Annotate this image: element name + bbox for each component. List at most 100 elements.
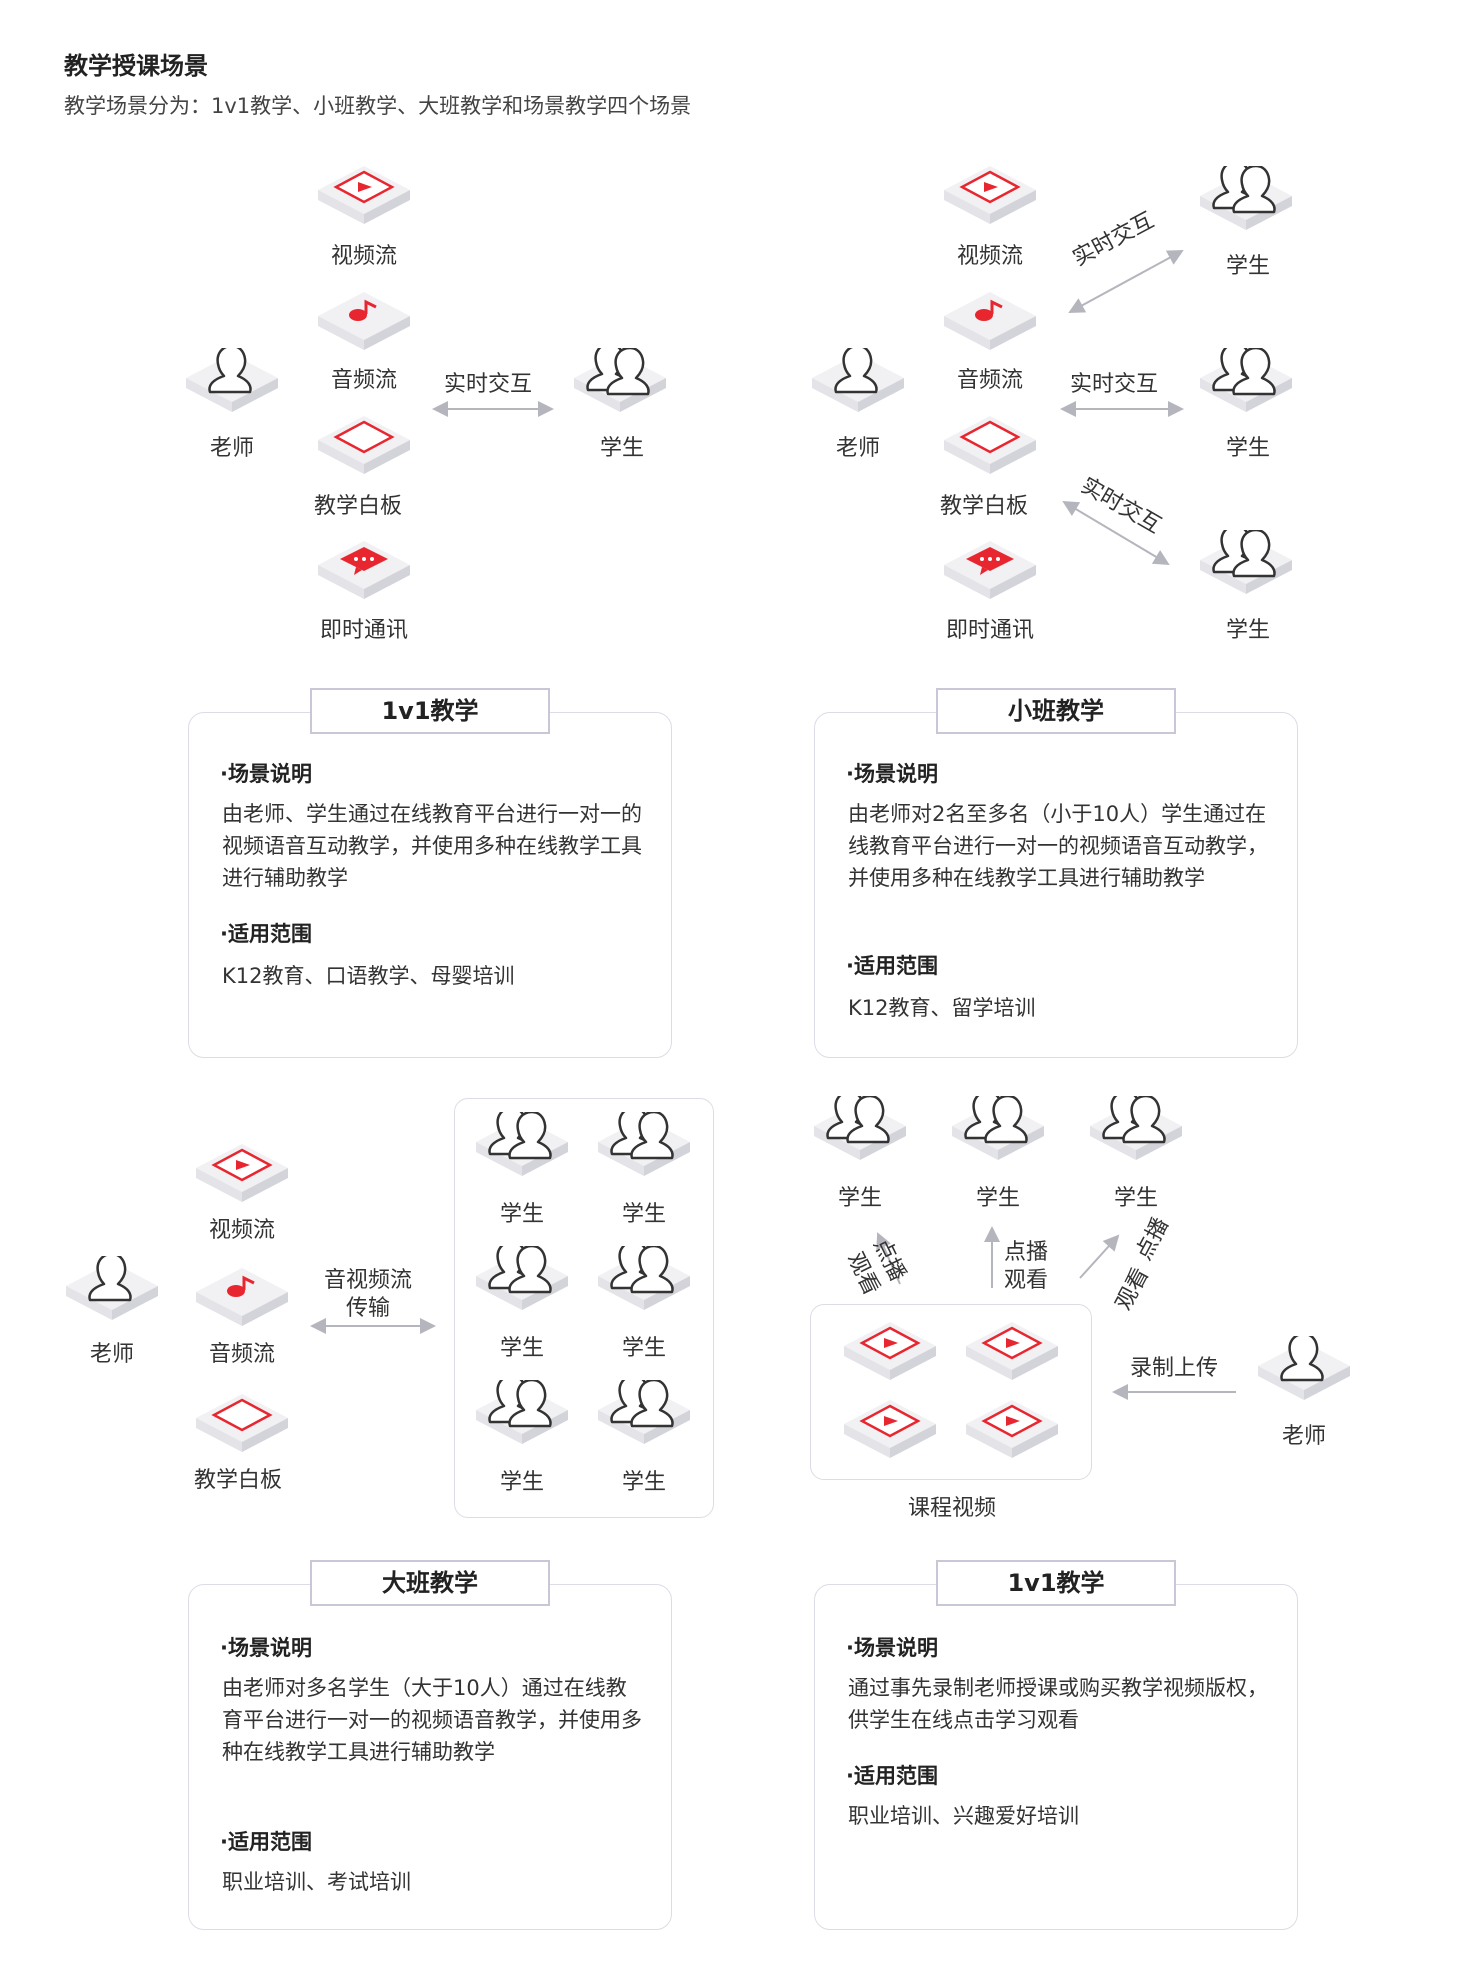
students-tile	[594, 1112, 694, 1184]
scope-text: 职业培训、兴趣爱好培训	[848, 1804, 1079, 1828]
scope-heading: ·适用范围	[846, 954, 938, 978]
chat-bubble-icon	[966, 547, 1014, 575]
label-student: 学生	[1113, 1186, 1158, 1211]
label-teacher: 老师	[89, 1342, 134, 1367]
label-student: 学生	[621, 1336, 666, 1361]
scope-heading: ·适用范围	[220, 922, 312, 946]
arrow-realtime-sc-3	[1062, 500, 1170, 566]
students-tile	[472, 1112, 572, 1184]
label-student: 学生	[1225, 618, 1270, 643]
video-tile	[840, 1316, 940, 1388]
students-tile	[948, 1096, 1048, 1168]
arrow-vod-1	[876, 1232, 901, 1285]
whiteboard-tile	[192, 1388, 292, 1460]
video-tile	[192, 1138, 292, 1210]
label-audio-stream: 音频流	[956, 368, 1023, 393]
video-play-icon	[981, 1326, 1043, 1360]
students-tile	[1196, 530, 1296, 602]
scope-heading: ·适用范围	[220, 1830, 312, 1854]
chat-bubble-icon	[340, 547, 388, 575]
label-student: 学生	[1225, 436, 1270, 461]
page-subtitle: 教学场景分为：1v1教学、小班教学、大班教学和场景教学四个场景	[64, 94, 692, 118]
card-title: 大班教学	[310, 1560, 550, 1606]
im-tile	[940, 535, 1040, 607]
students-tile	[810, 1096, 910, 1168]
label-vod-2b: 观看	[1004, 1268, 1049, 1293]
im-tile	[314, 535, 414, 607]
teacher-tile	[1254, 1336, 1354, 1408]
label-teacher: 老师	[1281, 1424, 1326, 1449]
scene-desc-heading: ·场景说明	[220, 762, 312, 786]
audio-tile	[192, 1262, 292, 1334]
video-play-icon	[959, 170, 1021, 204]
students-tile	[1086, 1096, 1186, 1168]
teacher-tile	[62, 1256, 162, 1328]
video-play-icon	[333, 170, 395, 204]
label-teacher: 老师	[835, 436, 880, 461]
page-title: 教学授课场景	[64, 52, 208, 80]
label-student: 学生	[499, 1470, 544, 1495]
label-realtime: 实时交互	[444, 372, 533, 397]
music-note-icon	[349, 299, 377, 321]
card-title: 1v1教学	[936, 1560, 1176, 1606]
label-whiteboard: 教学白板	[313, 494, 402, 519]
scene-desc-heading: ·场景说明	[846, 762, 938, 786]
whiteboard-icon	[333, 420, 395, 454]
label-im: 即时通讯	[319, 618, 408, 643]
label-av-transfer-2: 传输	[346, 1296, 391, 1321]
teacher-tile	[182, 348, 282, 420]
teacher-tile	[808, 348, 908, 420]
label-student: 学生	[975, 1186, 1020, 1211]
whiteboard-icon	[959, 420, 1021, 454]
label-whiteboard: 教学白板	[939, 494, 1028, 519]
video-tile	[314, 160, 414, 232]
label-record-upload: 录制上传	[1130, 1356, 1219, 1381]
video-play-icon	[859, 1404, 921, 1438]
video-play-icon	[859, 1326, 921, 1360]
label-student: 学生	[1225, 254, 1270, 279]
label-video-stream: 视频流	[330, 244, 397, 269]
whiteboard-tile	[940, 410, 1040, 482]
students-tile	[594, 1246, 694, 1318]
label-student: 学生	[837, 1186, 882, 1211]
label-audio-stream: 音频流	[208, 1342, 275, 1367]
label-student: 学生	[499, 1202, 544, 1227]
video-tile	[840, 1394, 940, 1466]
scene-desc-heading: ·场景说明	[846, 1636, 938, 1660]
label-audio-stream: 音频流	[330, 368, 397, 393]
scene-desc-text: 由老师对多名学生（大于10人）通过在线教育平台进行一对一的视频语音教学，并使用多…	[222, 1676, 642, 1764]
card-title: 小班教学	[936, 688, 1176, 734]
label-student: 学生	[499, 1336, 544, 1361]
label-im: 即时通讯	[945, 618, 1034, 643]
course-video-panel	[810, 1304, 1092, 1480]
music-note-icon	[975, 299, 1003, 321]
label-course-video: 课程视频	[907, 1496, 996, 1521]
audio-tile	[314, 286, 414, 358]
label-whiteboard: 教学白板	[193, 1468, 282, 1493]
card-small-class	[814, 712, 1298, 1058]
scope-heading: ·适用范围	[846, 1764, 938, 1788]
label-vod-2a: 点播	[1004, 1240, 1049, 1265]
video-play-icon	[211, 1148, 273, 1182]
card-large-class	[188, 1584, 672, 1930]
label-student: 学生	[599, 436, 644, 461]
music-note-icon	[227, 1275, 255, 1297]
students-tile	[570, 348, 670, 420]
card-1v1	[188, 712, 672, 1058]
scene-desc-text: 由老师对2名至多名（小于10人）学生通过在线教育平台进行一对一的视频语音互动教学…	[848, 802, 1268, 890]
scope-text: 职业培训、考试培训	[222, 1870, 411, 1894]
card-title: 1v1教学	[310, 688, 550, 734]
label-video-stream: 视频流	[208, 1218, 275, 1243]
whiteboard-tile	[314, 410, 414, 482]
label-student: 学生	[621, 1202, 666, 1227]
students-panel	[454, 1098, 714, 1518]
label-av-transfer-1: 音视频流	[324, 1268, 413, 1293]
students-tile	[472, 1380, 572, 1452]
video-tile	[940, 160, 1040, 232]
scope-text: K12教育、口语教学、母婴培训	[222, 964, 515, 988]
label-student: 学生	[621, 1470, 666, 1495]
arrow-realtime-sc-1	[1068, 250, 1184, 313]
students-tile	[594, 1380, 694, 1452]
students-tile	[1196, 166, 1296, 238]
arrow-vod-3	[1079, 1234, 1120, 1279]
